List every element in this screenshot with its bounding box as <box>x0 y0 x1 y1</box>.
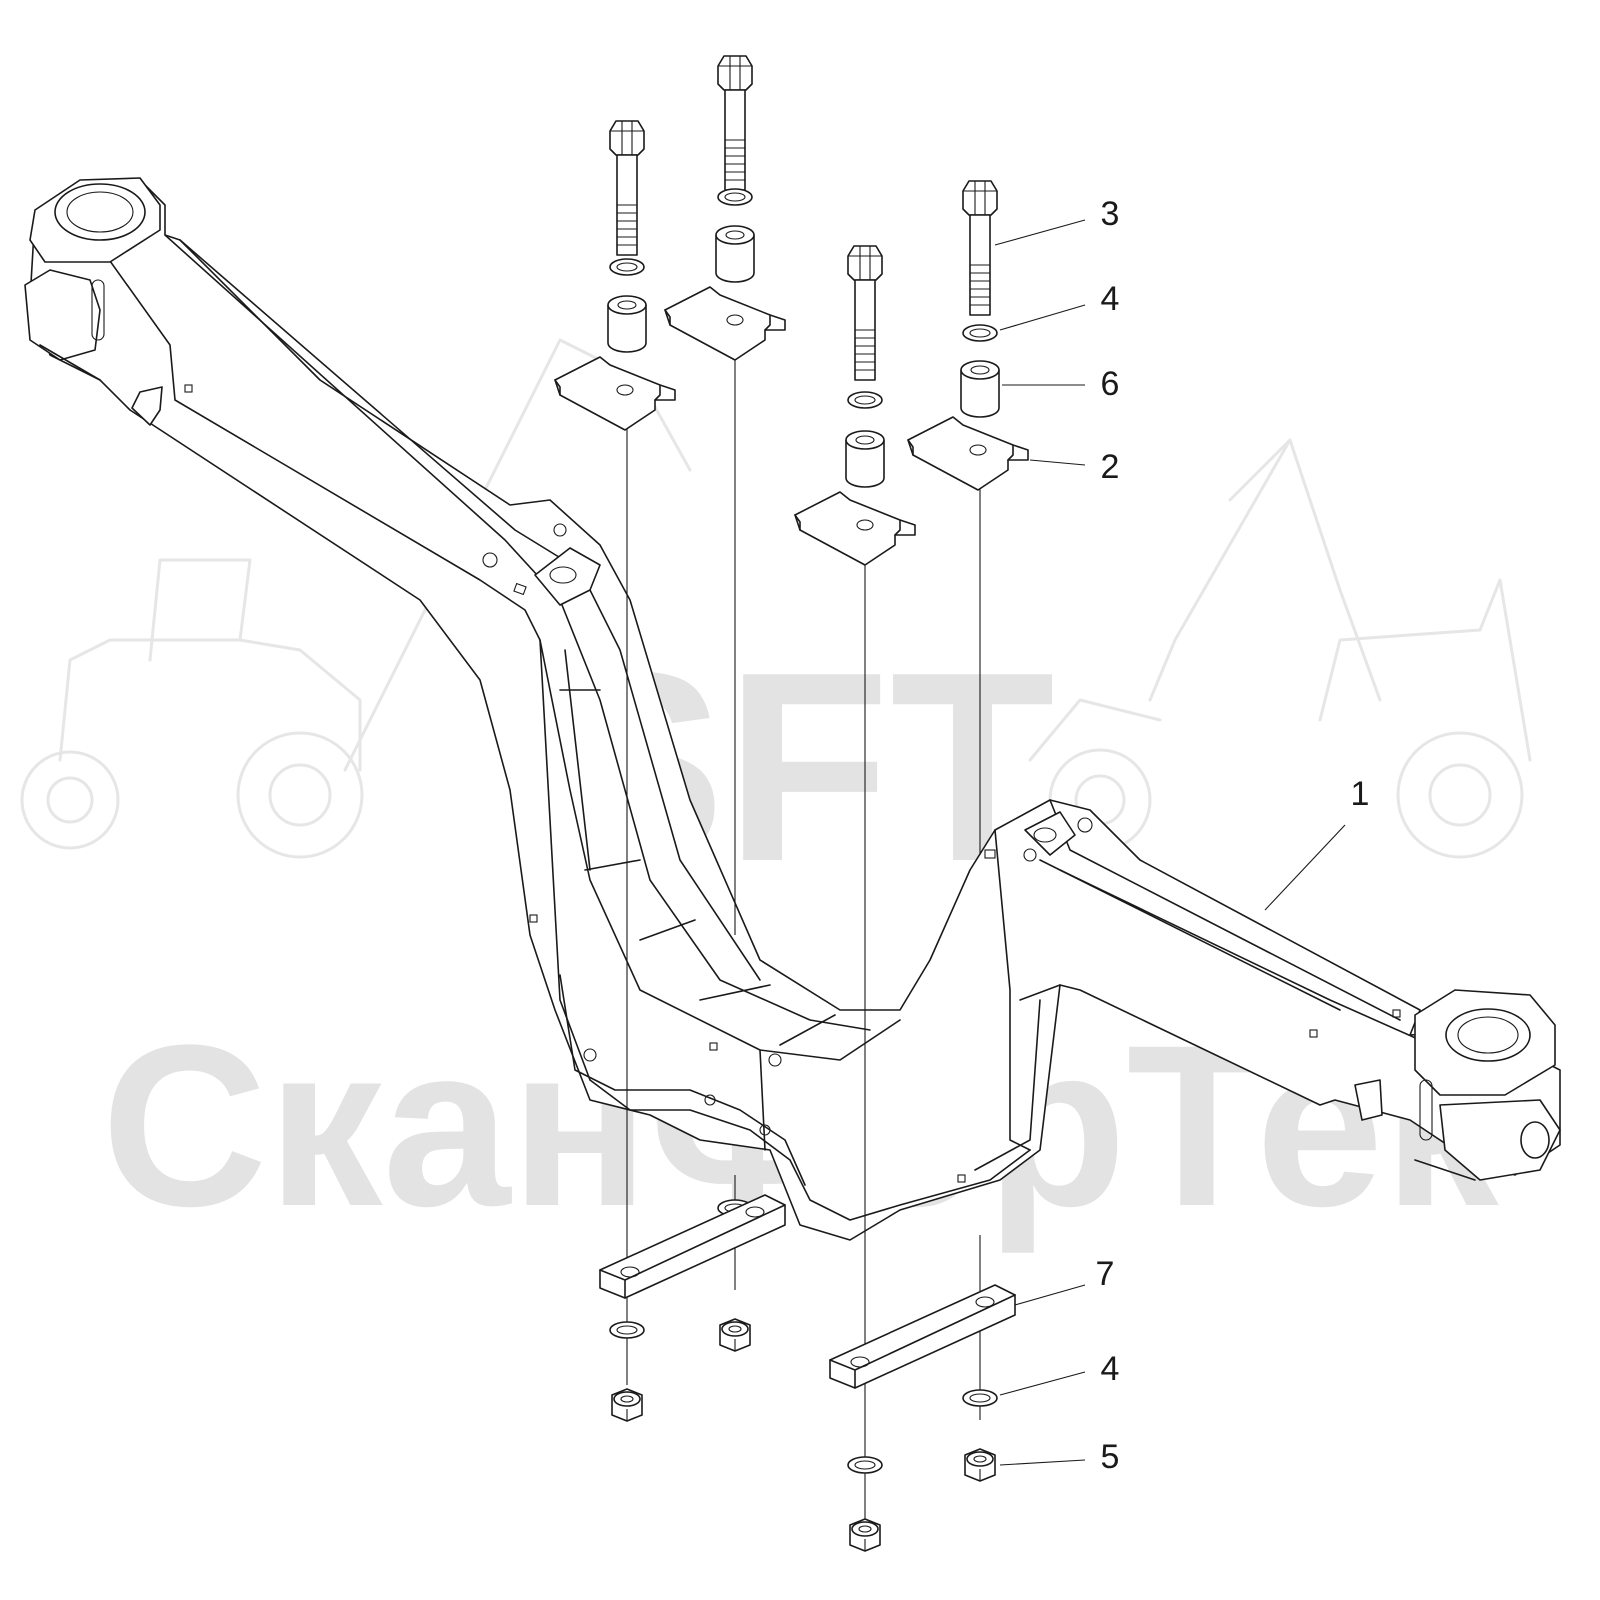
callout-1: 1 <box>1351 775 1370 813</box>
callout-7: 7 <box>1096 1255 1115 1293</box>
bolt-a <box>609 120 645 256</box>
spacer-c <box>845 430 885 488</box>
callout-3: 3 <box>1101 195 1120 233</box>
callout-4-top: 4 <box>1101 280 1120 318</box>
plate-a <box>554 356 676 431</box>
frame-left-hinge-head <box>24 177 163 426</box>
watermark-tractor-right-icon <box>1028 438 1532 859</box>
washer-c-bottom <box>847 1456 883 1474</box>
washer-c <box>847 391 883 409</box>
bolt-c <box>847 245 883 381</box>
plate-b <box>664 286 786 361</box>
nut-a <box>611 1388 643 1422</box>
washer-a-bottom <box>609 1321 645 1339</box>
spacer-b <box>715 225 755 283</box>
washer-a <box>609 258 645 276</box>
frame-assembly <box>24 177 1561 1241</box>
nut-b <box>719 1318 751 1352</box>
washer-d <box>962 324 998 342</box>
clamp-bar-right <box>829 1284 1016 1389</box>
frame-left-arm-edge <box>94 239 901 1061</box>
washer-d-bottom <box>962 1389 998 1407</box>
plate-c <box>794 491 916 566</box>
washer-b <box>717 188 753 206</box>
bolt-b <box>717 55 753 191</box>
frame-lug-right <box>1024 811 1076 856</box>
spacer-a <box>607 295 647 353</box>
callout-5: 5 <box>1101 1438 1120 1476</box>
nut-d <box>964 1448 996 1482</box>
nut-c <box>849 1518 881 1552</box>
frame-right-hinge-head <box>1354 989 1561 1181</box>
callout-4-bottom: 4 <box>1101 1350 1120 1388</box>
frame-lug-left <box>534 547 601 606</box>
frame-middle-dip <box>589 1079 1031 1221</box>
callout-6: 6 <box>1101 365 1120 403</box>
plate-d <box>907 416 1029 491</box>
callout-2: 2 <box>1101 448 1120 486</box>
bolt-d <box>962 180 998 316</box>
spacer-d <box>960 360 1000 418</box>
callouts: 1 2 3 4 4 5 6 7 <box>994 195 1370 1476</box>
